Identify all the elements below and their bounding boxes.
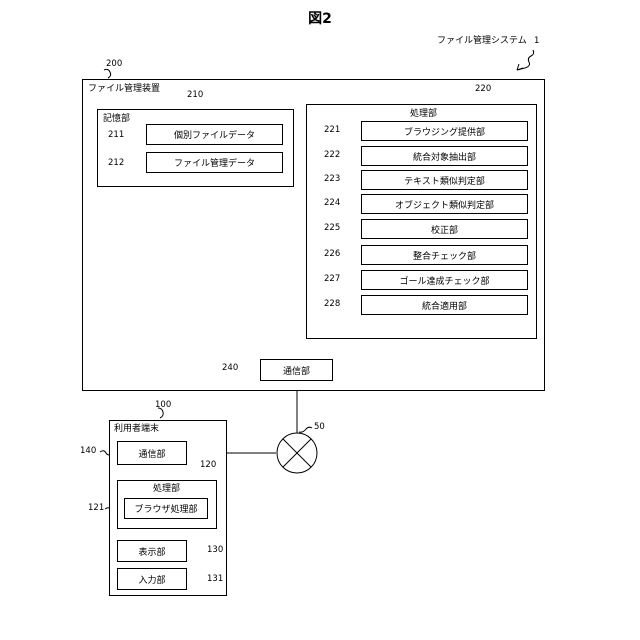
display-ref: 130 — [207, 545, 223, 556]
system-ref: 1 — [534, 36, 539, 47]
consistency-check-box: 整合チェック部 — [361, 245, 528, 265]
terminal-label: 利用者端末 — [114, 424, 159, 435]
system-ref-leader — [517, 50, 534, 70]
proofreading-box: 校正部 — [361, 219, 528, 239]
processing-item-ref: 225 — [324, 223, 340, 234]
terminal-processing-label: 処理部 — [153, 484, 180, 495]
device-comm-ref: 240 — [222, 363, 238, 374]
processing-item-ref: 221 — [324, 125, 340, 136]
storage-item-ref: 212 — [108, 158, 124, 169]
browser-processing-box: ブラウザ処理部 — [124, 498, 208, 519]
display-box: 表示部 — [117, 540, 187, 562]
storage-ref: 210 — [187, 90, 203, 101]
device-comm-box: 通信部 — [260, 359, 333, 381]
processing-item-ref: 222 — [324, 150, 340, 161]
device-label: ファイル管理装置 — [88, 84, 160, 95]
device-ref: 200 — [106, 59, 122, 70]
system-label: ファイル管理システム — [437, 36, 527, 47]
input-ref: 131 — [207, 574, 223, 585]
terminal-comm-box: 通信部 — [117, 441, 187, 465]
terminal-comm-ref: 140 — [80, 446, 96, 457]
processing-item-ref: 226 — [324, 249, 340, 260]
network-symbol — [277, 433, 317, 473]
terminal-processing-ref: 120 — [200, 460, 216, 471]
processing-item-ref: 227 — [324, 274, 340, 285]
processing-ref: 220 — [475, 84, 491, 95]
object-similarity-judge-box: オブジェクト類似判定部 — [361, 194, 528, 214]
input-box: 入力部 — [117, 568, 187, 590]
storage-item-ref: 211 — [108, 130, 124, 141]
network-ref: 50 — [314, 422, 325, 433]
processing-item-ref: 223 — [324, 174, 340, 185]
browsing-provider-box: ブラウジング提供部 — [361, 121, 528, 141]
integration-application-box: 統合適用部 — [361, 295, 528, 315]
integration-target-extractor-box: 統合対象抽出部 — [361, 146, 528, 166]
text-similarity-judge-box: テキスト類似判定部 — [361, 170, 528, 190]
storage-label: 記憶部 — [103, 114, 130, 125]
individual-file-data-box: 個別ファイルデータ — [146, 124, 283, 145]
processing-item-ref: 228 — [324, 299, 340, 310]
browser-ref: 121 — [88, 503, 104, 514]
goal-achievement-check-box: ゴール達成チェック部 — [361, 270, 528, 290]
terminal-ref: 100 — [155, 400, 171, 411]
file-management-data-box: ファイル管理データ — [146, 152, 283, 173]
processing-item-ref: 224 — [324, 198, 340, 209]
processing-label: 処理部 — [410, 109, 437, 120]
